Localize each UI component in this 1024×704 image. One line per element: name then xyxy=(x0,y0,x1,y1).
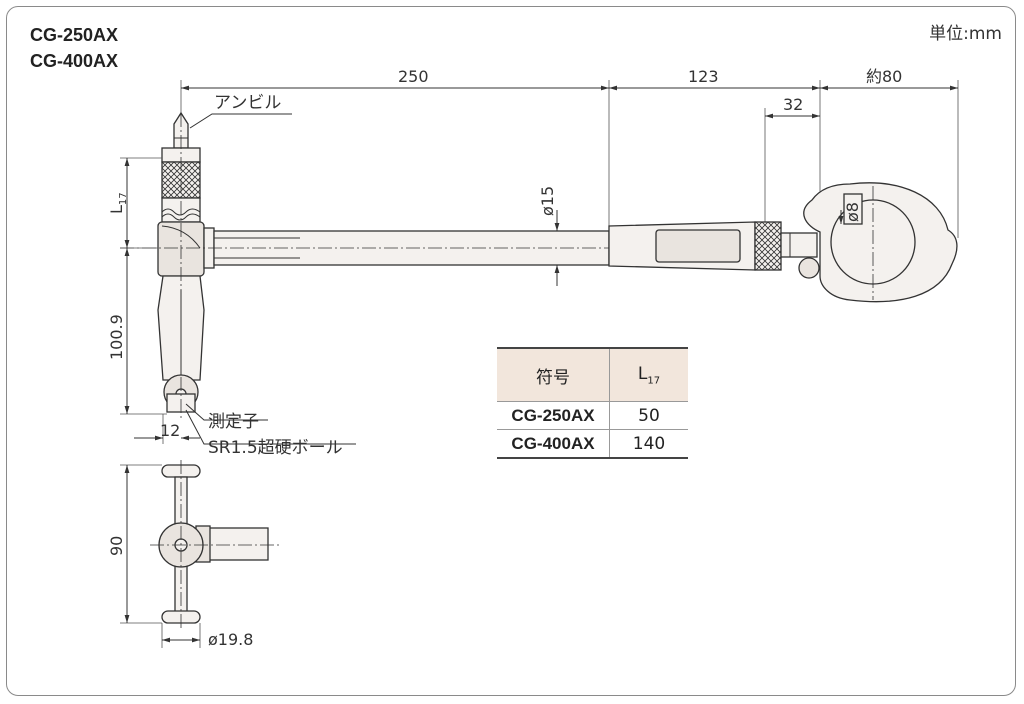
table-cell-value: 50 xyxy=(609,401,688,430)
table-row: CG-400AX 140 xyxy=(497,429,688,459)
header-l17: L17 xyxy=(609,347,688,402)
table-cell-model: CG-250AX xyxy=(497,401,610,430)
t-joint-curve xyxy=(161,225,201,249)
dim-8: ø8 xyxy=(843,202,862,222)
handle-knurl xyxy=(754,221,782,271)
dim-123: 123 xyxy=(688,67,719,86)
model-name-1: CG-250AX xyxy=(30,25,119,45)
contact-label: 測定子 xyxy=(208,412,259,432)
dim-250: 250 xyxy=(398,67,429,86)
table-row: CG-250AX 50 xyxy=(497,401,688,430)
dim-90: 90 xyxy=(107,536,126,556)
dim-32: 32 xyxy=(783,95,803,114)
handle-grip-panel xyxy=(655,229,741,263)
dial-stem xyxy=(843,193,863,225)
dim-19-8: ø19.8 xyxy=(208,630,253,649)
spec-table: 符号 L17 CG-250AX 50 CG-400AX 140 xyxy=(497,347,688,459)
table-cell-value: 140 xyxy=(609,429,688,459)
stem xyxy=(780,232,818,258)
break-mark-2 xyxy=(161,213,201,221)
dim-15: ø15 xyxy=(538,186,557,216)
svg-text:L17: L17 xyxy=(107,192,129,214)
ball-leader xyxy=(185,409,356,445)
dim-100-9: 100.9 xyxy=(107,314,126,360)
anvil-label: アンビル xyxy=(214,93,281,113)
dial-lock-knob xyxy=(798,257,820,279)
unit-label: 単位:mm xyxy=(929,24,1002,44)
anvil-leader xyxy=(189,113,292,129)
model-name-2: CG-400AX xyxy=(30,51,119,71)
dim-l17: L17 xyxy=(107,192,129,214)
dim-80: 約80 xyxy=(866,67,902,86)
table-cell-model: CG-400AX xyxy=(497,429,610,459)
contact-leader xyxy=(185,403,268,421)
drawing-frame xyxy=(6,6,1016,696)
break-mark xyxy=(161,208,201,216)
ball-label: SR1.5超硬ボール xyxy=(208,438,343,458)
table-header-row: 符号 L17 xyxy=(497,347,688,402)
header-symbol: 符号 xyxy=(497,347,610,402)
dim-12: 12 xyxy=(160,421,180,440)
